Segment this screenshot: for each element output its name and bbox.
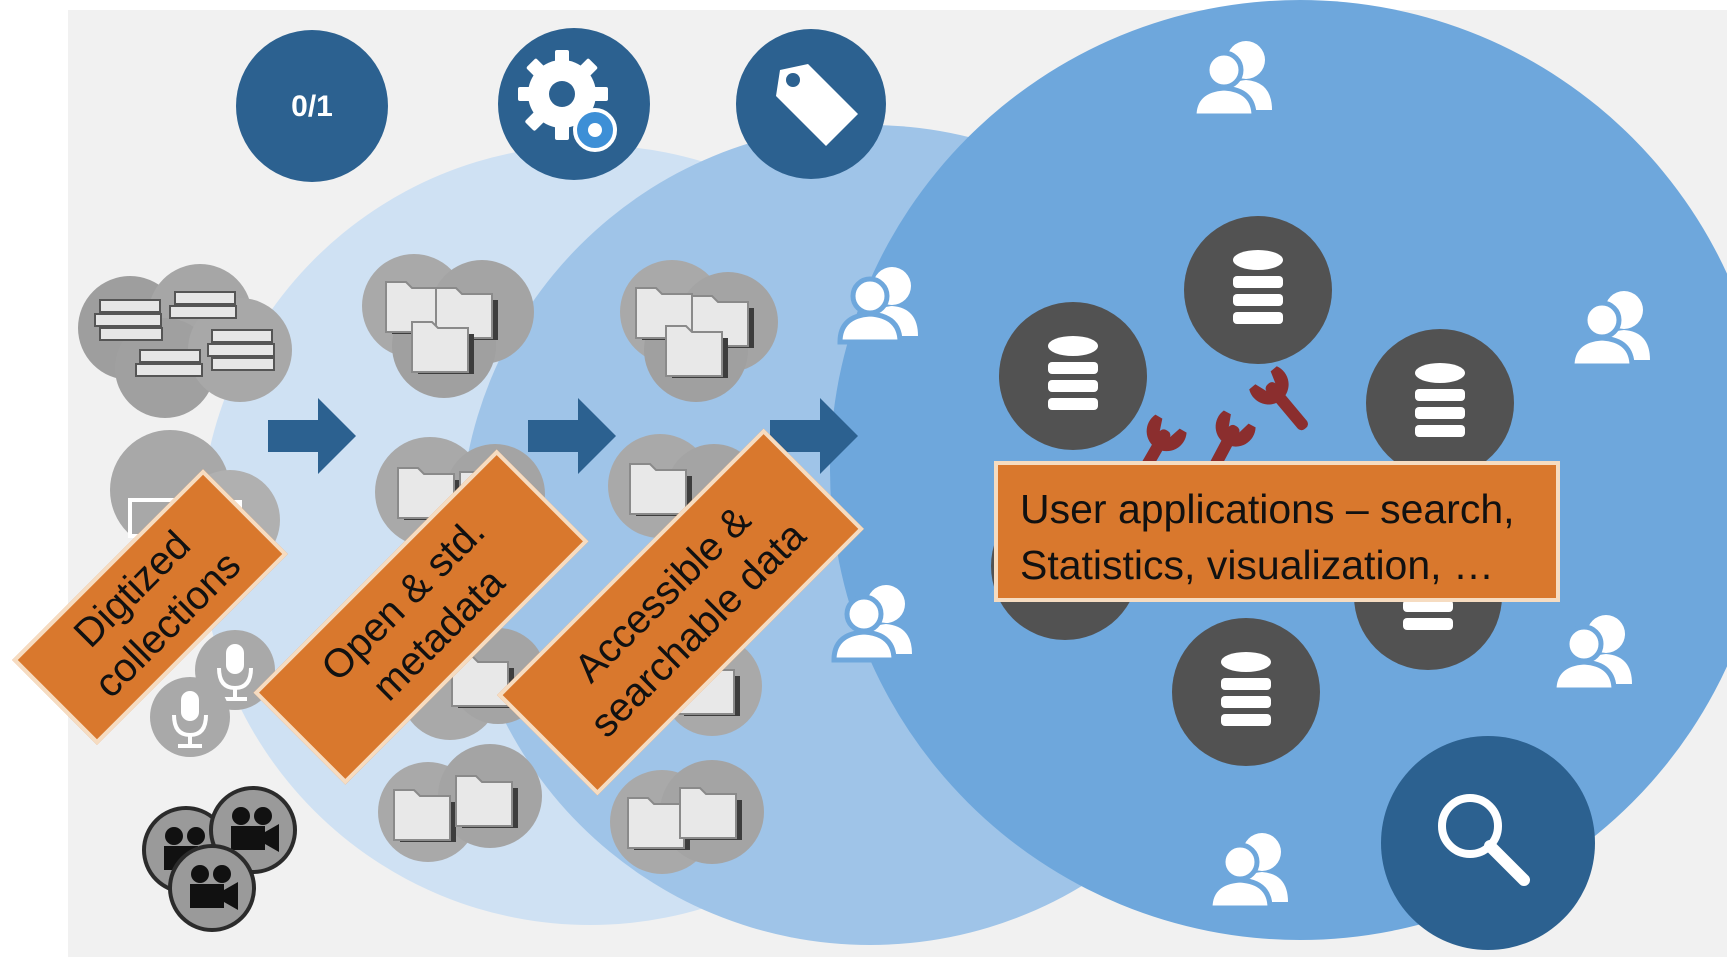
database-icon — [1172, 618, 1320, 766]
binary-icon-text: 0/1 — [291, 90, 333, 123]
arrow-right-icon — [268, 398, 356, 474]
database-icon — [1184, 216, 1332, 364]
arrow-right-icon — [770, 398, 858, 474]
books-cluster — [78, 264, 292, 418]
applications-label: User applications – search, Statistics, … — [994, 461, 1560, 602]
gears-icon — [498, 28, 650, 180]
flow-arrows — [268, 398, 858, 474]
database-icon — [1366, 329, 1514, 477]
arrow-right-icon — [528, 398, 616, 474]
applications-label-text: User applications – search, Statistics, … — [1020, 486, 1515, 588]
tag-icon — [736, 29, 886, 179]
binary-icon: 0/1 — [236, 30, 388, 182]
database-icon — [999, 302, 1147, 450]
magnifier-icon — [1381, 736, 1595, 950]
